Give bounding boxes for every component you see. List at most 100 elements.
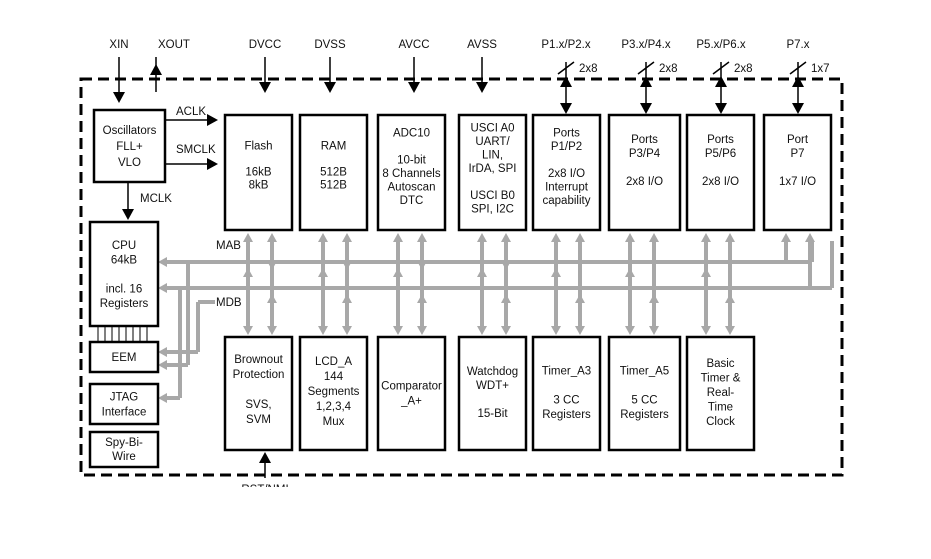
signal-arrowhead — [715, 76, 727, 87]
signal-arrowhead — [476, 82, 488, 93]
bus-arrowhead — [267, 261, 277, 270]
block-ports56 — [685, 113, 756, 232]
block-text-port7: 1x7 I/O — [779, 176, 816, 188]
block-text-ports34: 2x8 I/O — [626, 176, 663, 188]
block-text-lcd: 144 — [324, 371, 344, 383]
block-text-timera3: Timer_A3 — [542, 365, 591, 377]
block-text-usci: USCI B0 — [470, 190, 515, 202]
block-text-brownout: SVS, — [245, 399, 271, 411]
bus-arrowhead — [575, 294, 585, 303]
bus-arrowhead — [649, 233, 659, 242]
block-text-comparator: Comparator — [381, 381, 442, 393]
bus-arrowhead — [701, 326, 711, 335]
signal-arrowhead — [207, 158, 218, 170]
block-text-usci: SPI, I2C — [471, 204, 514, 216]
bus-arrowhead — [417, 233, 427, 242]
block-text-jtag: JTAG — [110, 392, 139, 404]
pin-label-avss: AVSS — [467, 39, 497, 51]
signal-arrowhead — [640, 76, 652, 87]
bus-arrowhead — [417, 261, 427, 270]
block-text-basictimer: Clock — [706, 416, 735, 428]
signal-smclk: SMCLK — [176, 144, 216, 156]
block-text-lcd: Mux — [323, 416, 345, 428]
block-text-lcd: Segments — [308, 386, 360, 398]
block-text-eem: EEM — [112, 352, 137, 364]
bus-arrowhead — [551, 233, 561, 242]
bus-arrowhead — [805, 233, 815, 242]
block-text-usci: IrDA, SPI — [469, 163, 517, 175]
block-ports34 — [607, 113, 682, 232]
bus-arrowhead — [158, 257, 167, 267]
block-text-watchdog: 15-Bit — [477, 408, 508, 420]
bus-arrowhead — [701, 268, 711, 277]
bus-arrowhead — [725, 233, 735, 242]
block-text-oscillators: VLO — [118, 157, 141, 169]
block-oscillators — [92, 108, 167, 184]
block-text-oscillators: Oscillators — [103, 125, 157, 137]
pin-label-dvss: DVSS — [314, 39, 346, 51]
bus-arrowhead — [342, 294, 352, 303]
bus-arrowhead — [501, 326, 511, 335]
block-layer — [79, 77, 844, 477]
bus-arrowhead — [649, 326, 659, 335]
signal-arrowhead — [207, 114, 218, 126]
block-text-port7: Port — [787, 134, 809, 146]
block-text-ports12: capability — [543, 195, 591, 207]
block-timera5 — [607, 335, 682, 452]
bus-arrowhead — [575, 233, 585, 242]
signal-arrowhead — [259, 452, 271, 463]
bus-width-slash — [637, 61, 655, 75]
block-text-usci: UART/ — [475, 136, 510, 148]
block-text-ports56: 2x8 I/O — [702, 176, 739, 188]
block-jtag — [88, 382, 160, 426]
block-text-brownout: SVM — [246, 414, 271, 426]
block-text-basictimer: Real- — [707, 387, 735, 399]
block-text-ports12: P1/P2 — [551, 141, 582, 153]
block-text-port7: P7 — [790, 148, 804, 160]
bus-arrowhead — [701, 233, 711, 242]
block-text-basictimer: Timer & — [701, 373, 741, 385]
signal-arrowhead — [715, 103, 727, 114]
block-text-timera5: 5 CC — [631, 394, 657, 406]
block-text-ram: RAM — [321, 141, 347, 153]
pin-label-xin: XIN — [109, 39, 128, 51]
bus-arrowhead — [318, 233, 328, 242]
block-text-oscillators: FLL+ — [116, 141, 143, 153]
block-text-cpu: 64kB — [111, 255, 138, 267]
block-timera3 — [531, 335, 602, 452]
bus-arrowhead — [417, 294, 427, 303]
block-text-ram: 512B — [320, 167, 347, 179]
rst-label-group: RST/NMI — [241, 484, 288, 487]
bus-width-slash — [789, 61, 807, 75]
block-usci — [457, 113, 528, 232]
bus-arrowhead — [342, 326, 352, 335]
bus-arrowhead — [318, 326, 328, 335]
signal-arrowhead — [792, 103, 804, 114]
block-text-watchdog: WDT+ — [476, 380, 509, 392]
bus-arrowhead — [417, 326, 427, 335]
wire-layer — [97, 57, 807, 478]
block-text-flash: 8kB — [249, 180, 269, 192]
block-adc10 — [376, 113, 447, 232]
block-text-adc10: ADC10 — [393, 127, 430, 139]
signal-arrowhead — [792, 76, 804, 87]
block-text-usci: LIN, — [482, 150, 503, 162]
bus-arrowhead — [158, 347, 167, 357]
block-text-brownout: Brownout — [234, 354, 283, 366]
block-cpu — [88, 220, 160, 328]
block-text-adc10: DTC — [400, 195, 424, 207]
pin-label-xout: XOUT — [158, 39, 190, 51]
bus-arrowhead — [158, 283, 167, 293]
bus-layer — [158, 233, 834, 403]
block-text-ports34: P3/P4 — [629, 148, 661, 160]
block-text-adc10: Autoscan — [388, 181, 436, 193]
signal-arrowhead — [122, 209, 134, 220]
bus-arrowhead — [267, 233, 277, 242]
bus-arrowhead — [243, 326, 253, 335]
bus-arrowhead — [501, 233, 511, 242]
bus-arrowhead — [477, 233, 487, 242]
block-basictimer — [685, 335, 756, 452]
bus-arrowhead — [625, 326, 635, 335]
bus-arrowhead — [393, 233, 403, 242]
